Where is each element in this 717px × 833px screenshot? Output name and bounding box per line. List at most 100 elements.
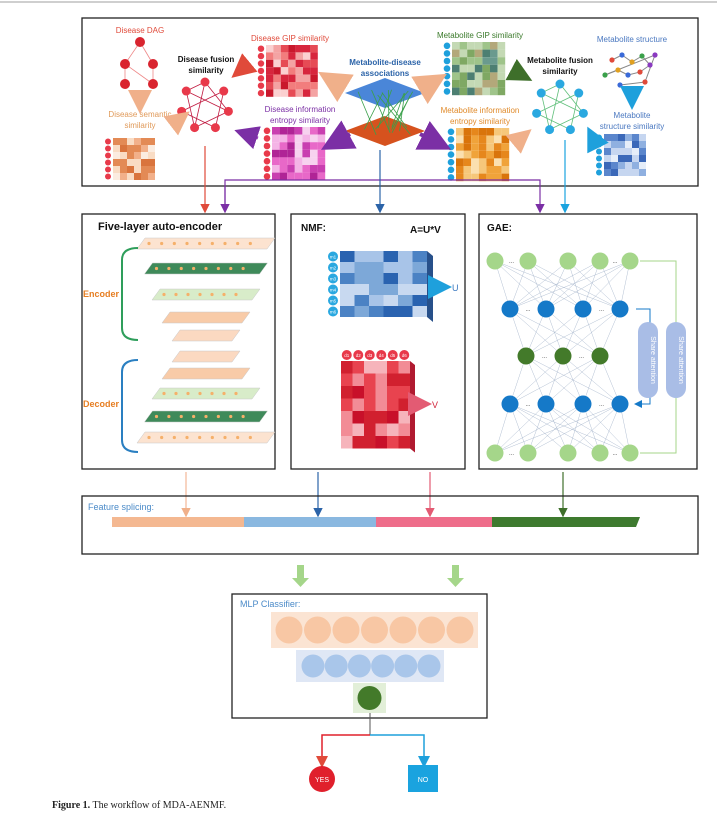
atom <box>617 82 623 88</box>
matrix-cell <box>482 80 490 88</box>
fusion-node <box>223 106 233 116</box>
matrix-cell <box>310 89 318 97</box>
atom <box>652 52 658 58</box>
matrix-cell <box>266 59 274 68</box>
gae-edge <box>494 403 621 454</box>
matrix-cell <box>482 49 490 58</box>
v-cell <box>352 398 364 411</box>
feature-splicing-panel <box>81 495 699 555</box>
matrix-cell <box>474 87 483 96</box>
matrix-cell <box>471 150 479 159</box>
v-col-node <box>364 350 375 360</box>
association-edge <box>399 93 405 132</box>
matrix-cell <box>120 152 127 159</box>
matrix-node <box>105 173 111 180</box>
ae-dot <box>204 414 208 419</box>
atom <box>609 57 615 63</box>
ae-dot <box>248 435 252 440</box>
matrix-cell <box>273 59 281 68</box>
mlp-neuron-l2 <box>347 654 371 678</box>
matrix-cell <box>501 128 510 136</box>
u-cell <box>369 273 384 284</box>
matrix-cell <box>287 142 295 150</box>
matrix-node <box>443 65 451 72</box>
matrix-cell <box>482 57 490 65</box>
matrix-cell <box>625 162 632 169</box>
matrix-cell <box>501 143 510 151</box>
matrix-node <box>263 150 271 157</box>
matrix-cell <box>134 145 141 152</box>
v-cell <box>398 386 410 399</box>
u-cell <box>383 273 398 284</box>
atom <box>615 67 621 73</box>
matrix-cell <box>288 89 296 97</box>
matrix-cell <box>459 57 468 65</box>
ae-dot <box>204 266 208 271</box>
ae-dot <box>229 266 233 271</box>
matrix-cell <box>501 166 510 174</box>
ae-dot <box>179 266 183 271</box>
matrix-cell <box>310 157 318 165</box>
ae-layer <box>136 237 276 250</box>
matrix-cell <box>127 166 134 173</box>
matrix-cell <box>317 134 326 143</box>
v-col-node <box>353 350 364 360</box>
matrix-cell <box>288 74 296 82</box>
matrix-cell <box>474 49 483 58</box>
matrix-node <box>263 157 271 165</box>
u-cell <box>354 273 369 284</box>
matrix-cell <box>134 138 141 145</box>
u-cell <box>354 251 369 262</box>
matrix-cell <box>501 135 510 144</box>
matrix-cell <box>266 82 274 90</box>
no-label: NO <box>418 777 429 784</box>
metabolite-plane <box>345 78 425 108</box>
matrix-cell <box>611 162 618 169</box>
matrix-cell <box>294 134 303 143</box>
matrix-node <box>257 45 265 52</box>
metabolite-fusion-label-2: similarity <box>542 67 578 76</box>
matrix-cell <box>486 150 494 159</box>
matrix-node <box>257 89 265 97</box>
association-edge <box>377 89 392 129</box>
v-cell <box>387 411 399 424</box>
matrix-cell <box>294 142 303 150</box>
matrix-cell <box>280 59 289 68</box>
disease-plane <box>345 116 425 146</box>
ae-dot <box>198 391 202 396</box>
matrix-node <box>443 88 451 95</box>
mlp-neuron-l1 <box>361 616 388 644</box>
ae-dot <box>172 241 176 246</box>
gae-edge <box>567 403 621 454</box>
matrix-cell <box>310 45 318 53</box>
gae-node <box>559 444 577 462</box>
association-edge <box>364 92 384 130</box>
gae-edge <box>494 403 584 454</box>
molecule-structure-icon <box>602 52 658 88</box>
matrix-node <box>263 173 271 180</box>
matrix-node <box>443 42 451 50</box>
u-cell <box>369 262 384 273</box>
caption-label: Figure 1. <box>52 800 91 811</box>
matrix-cell <box>310 74 318 82</box>
matrix-cell <box>463 173 472 182</box>
matrix-cell <box>604 148 611 155</box>
connector-arrows <box>200 140 570 214</box>
ae-dot <box>216 266 220 271</box>
matrix-node <box>447 174 455 181</box>
matrix-cell <box>639 148 646 155</box>
bond <box>604 54 656 76</box>
fusion-edge <box>194 110 229 128</box>
fusion-edge <box>181 90 224 112</box>
matrix-cell <box>272 165 280 173</box>
u-cell <box>412 306 427 317</box>
v-col-label: d2 <box>356 353 362 358</box>
mlp-neuron-l1 <box>418 616 445 644</box>
matrix-cell <box>486 166 494 174</box>
matrix-cell <box>273 67 281 75</box>
matrix-cell <box>463 135 472 144</box>
matrix-cell <box>486 158 494 166</box>
ae-dot <box>223 435 227 440</box>
matrix-cell <box>295 89 303 97</box>
gae-edge <box>494 260 547 310</box>
